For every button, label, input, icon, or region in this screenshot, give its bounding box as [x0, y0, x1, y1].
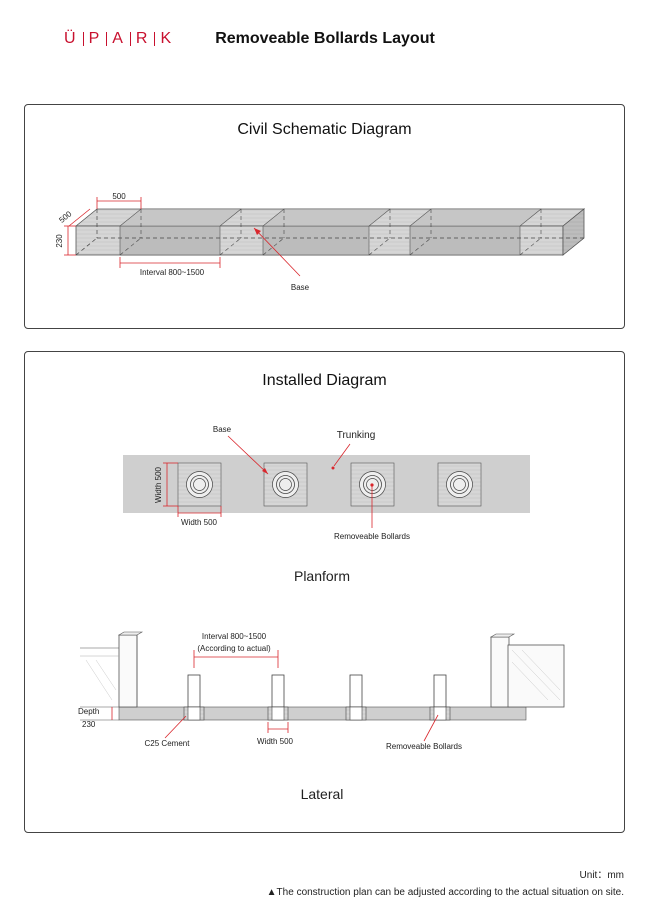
depth-value: 230 [82, 720, 96, 729]
planform-base [263, 462, 308, 507]
width-bottom-label: Width 500 [181, 518, 218, 527]
lateral-width-label: Width 500 [257, 737, 294, 746]
left-pillar [118, 634, 138, 708]
lateral-bollard [183, 674, 205, 721]
dim-500-top: 500 [112, 192, 126, 201]
dim-230-height: 230 [55, 234, 64, 248]
planform-diagram [123, 435, 530, 528]
planform-base [177, 462, 222, 507]
dim-500-depth: 500 [57, 209, 73, 225]
trunking-label: Trunking [337, 430, 376, 441]
base-arrow [254, 228, 261, 235]
logo-letter: A [106, 31, 130, 47]
base-label: Base [291, 283, 310, 292]
civil-schematic-title: Civil Schematic Diagram [237, 121, 412, 138]
trench-box [74, 208, 586, 256]
logo-letter: Ü [64, 30, 78, 47]
page-title: Removeable Bollards Layout [215, 30, 435, 47]
interval-label: Interval 800~1500 [140, 268, 205, 277]
logo-letter: K [154, 31, 178, 47]
right-pillar [490, 636, 510, 708]
lateral-bollard [429, 674, 451, 721]
depth-label: Depth [78, 707, 99, 716]
ground-slab [118, 706, 527, 721]
lateral-diagram [80, 631, 565, 742]
lateral-interval-label: Interval 800~1500 [202, 632, 267, 641]
width-left-label: Width 500 [154, 466, 163, 503]
lateral-caption: Lateral [301, 786, 344, 802]
civil-dimensions [64, 197, 301, 277]
planform-bollards-label: Removeable Bollards [334, 532, 410, 541]
planform-base [437, 462, 482, 507]
lateral-bollard [345, 674, 367, 721]
right-gate [507, 644, 565, 708]
logo-letter: P [82, 31, 107, 47]
unit-label: Unit：mm [579, 870, 624, 881]
lateral-bollards-label: Removeable Bollards [386, 742, 462, 751]
logo-letter: R [129, 31, 155, 47]
lateral-bollard [267, 674, 289, 721]
construction-note: ▲The construction plan can be adjusted a… [266, 887, 624, 898]
planform-caption: Planform [294, 568, 350, 584]
civil-schematic-panel: Civil Schematic Diagram [24, 104, 625, 329]
planform-base-label: Base [213, 425, 232, 434]
cement-label: C25 Cement [145, 739, 191, 748]
lateral-interval-note: (According to actual) [197, 644, 271, 653]
